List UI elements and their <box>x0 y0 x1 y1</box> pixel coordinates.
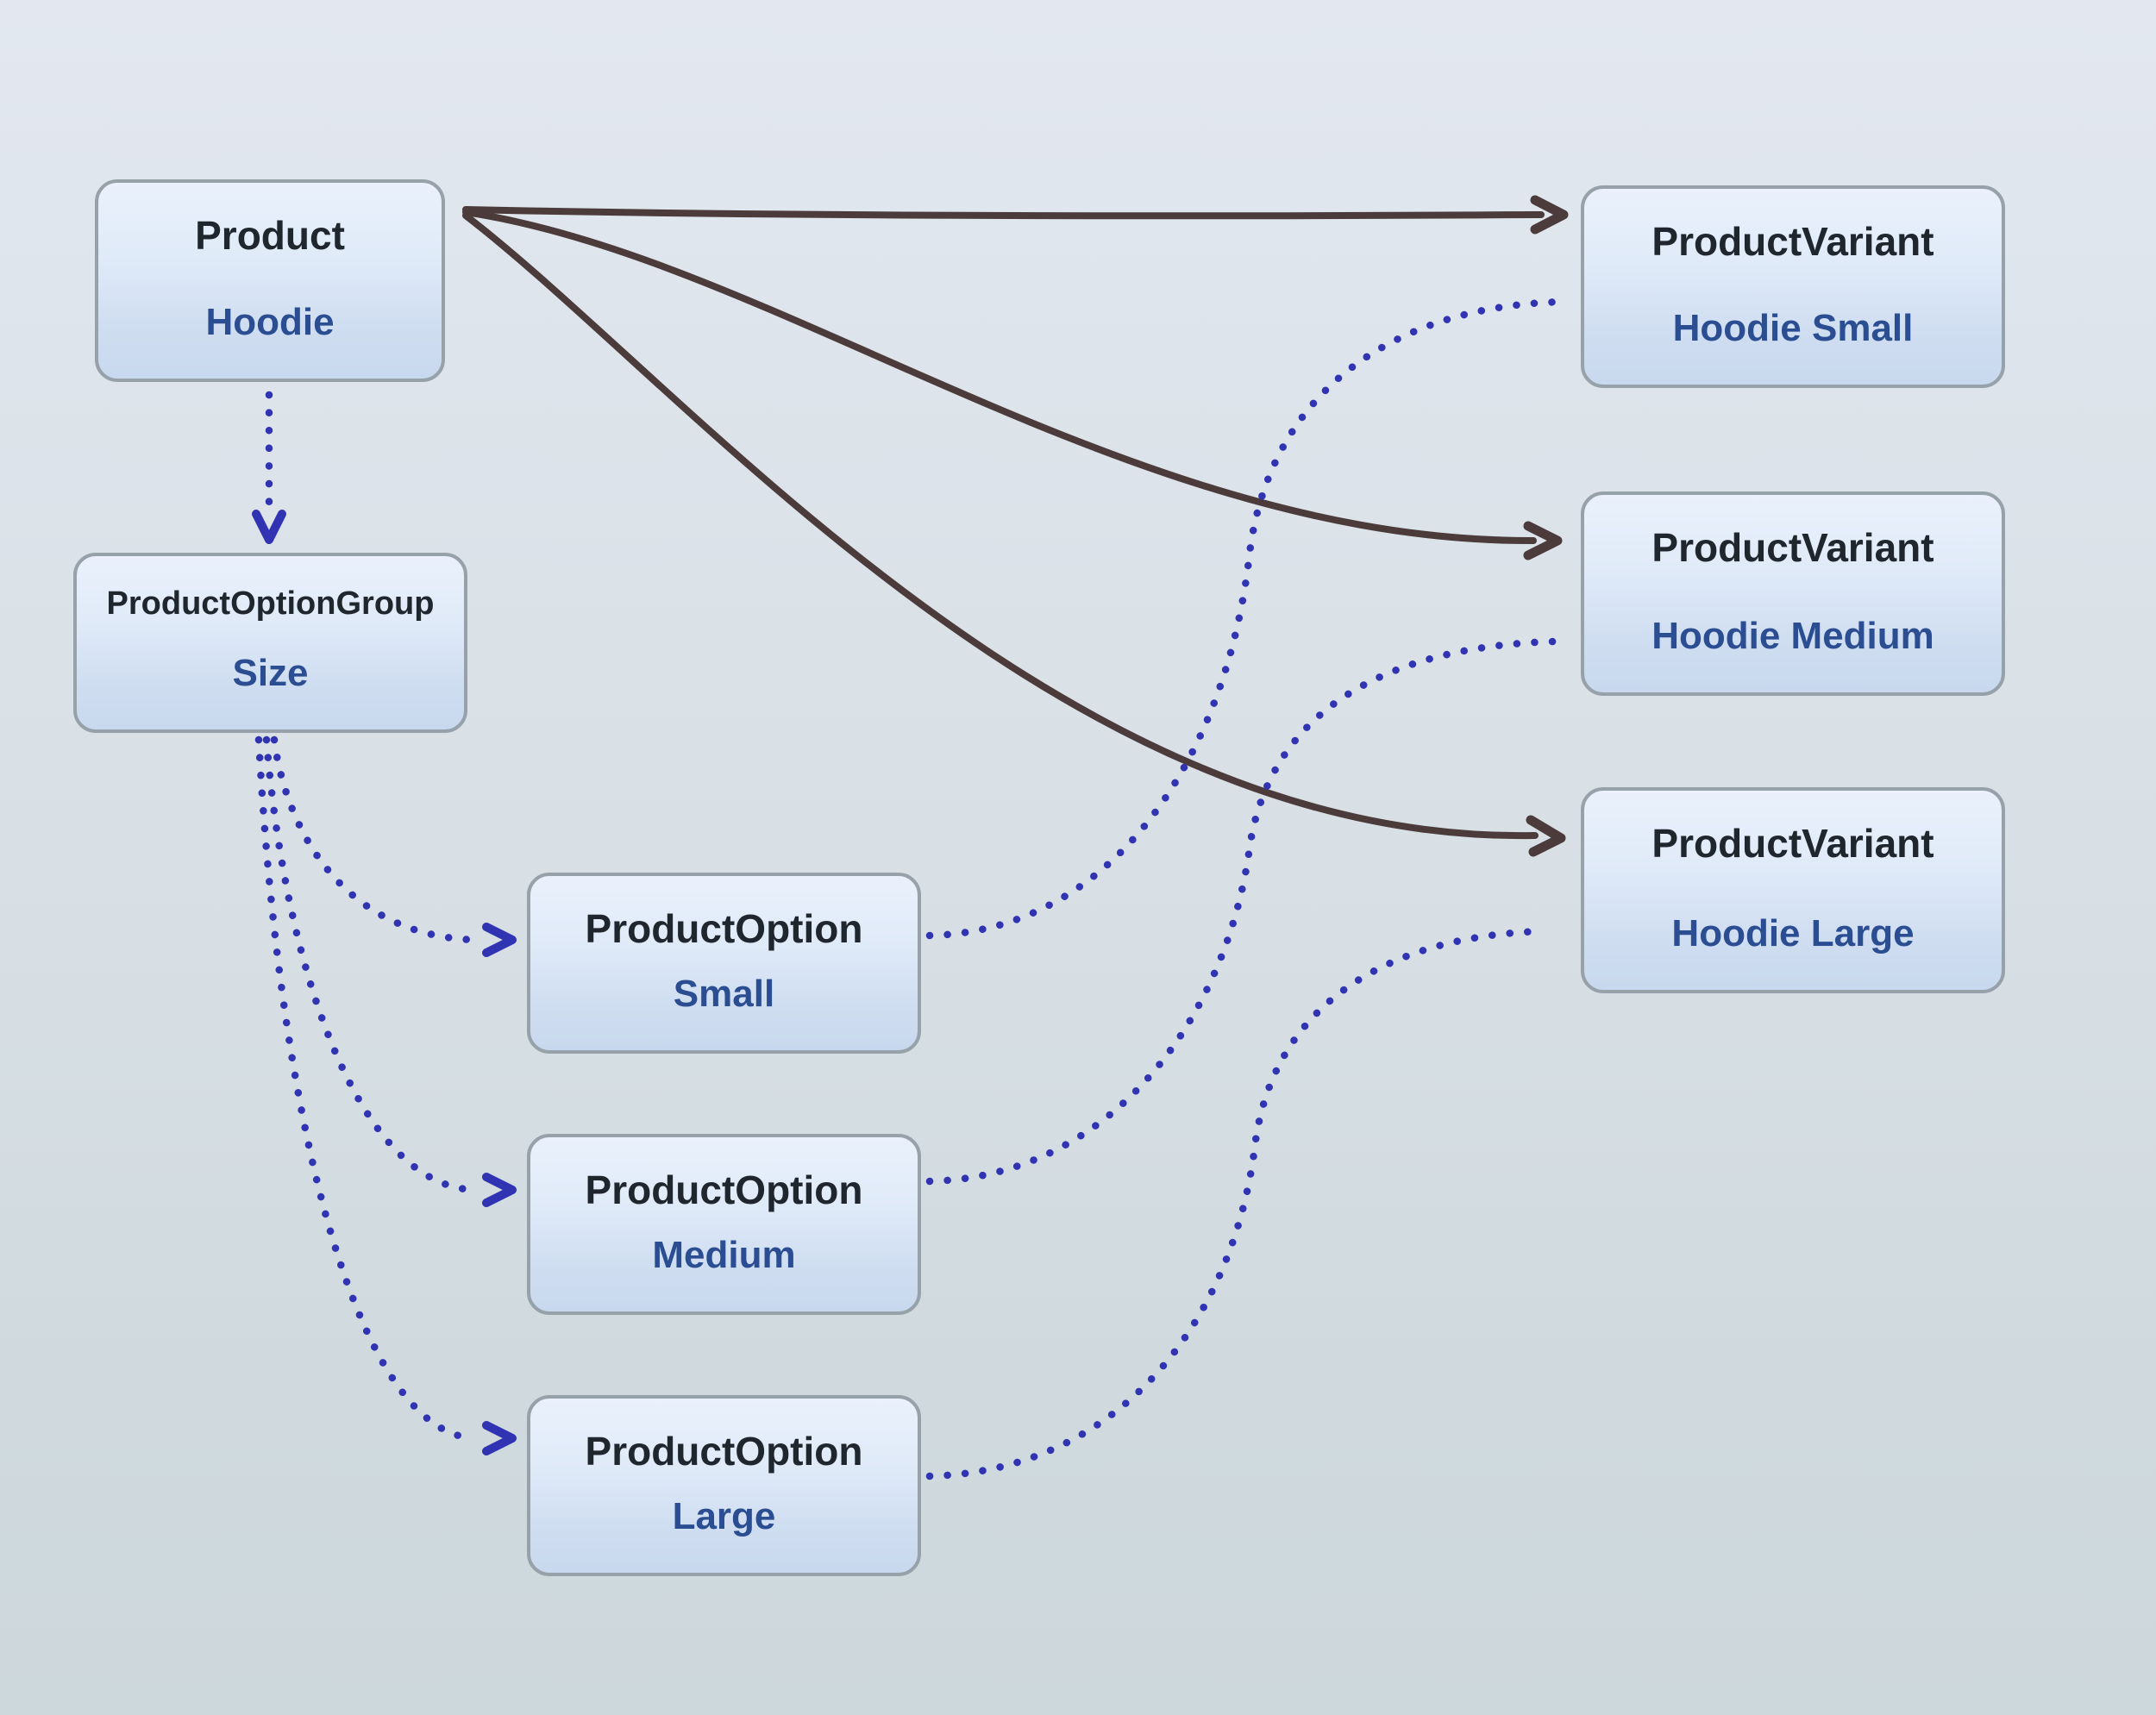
node-product-variant-medium: ProductVariant Hoodie Medium <box>1581 491 2005 696</box>
node-product-variant-medium-value: Hoodie Medium <box>1651 615 1934 657</box>
node-product: Product Hoodie <box>95 179 445 382</box>
node-product-variant-small-name: ProductVariant <box>1651 219 1934 264</box>
edge-product-to-variant-large-arrowhead <box>1526 815 1566 857</box>
node-product-variant-small: ProductVariant Hoodie Small <box>1581 185 2005 388</box>
edge-optiongroup-to-option-medium-arrowhead <box>482 1173 517 1207</box>
edge-option-small-to-variant-small <box>925 297 1567 940</box>
node-product-option-medium-name: ProductOption <box>585 1167 863 1212</box>
node-product-option-large-value: Large <box>672 1495 776 1537</box>
node-product-name: Product <box>195 213 345 258</box>
edge-product-to-variant-medium <box>462 209 1537 545</box>
node-product-variant-small-value: Hoodie Small <box>1672 307 1914 349</box>
node-product-option-large-name: ProductOption <box>585 1429 863 1474</box>
edge-optiongroup-to-option-large <box>254 735 479 1443</box>
node-product-option-group-name: ProductOptionGroup <box>106 585 435 622</box>
node-product-option-group: ProductOptionGroup Size <box>73 553 467 733</box>
node-product-option-medium: ProductOption Medium <box>527 1134 921 1315</box>
node-product-variant-medium-name: ProductVariant <box>1651 525 1934 570</box>
node-product-option-group-value: Size <box>232 652 309 694</box>
node-product-variant-large-value: Hoodie Large <box>1671 912 1915 955</box>
node-product-option-medium-value: Medium <box>652 1234 796 1276</box>
edge-optiongroup-to-option-small-arrowhead <box>482 923 517 957</box>
edge-product-to-variant-large <box>462 212 1539 840</box>
edge-option-large-to-variant-large <box>925 927 1548 1480</box>
edge-product-to-optiongroup-arrowhead <box>252 510 286 544</box>
edge-optiongroup-to-option-large-arrowhead <box>482 1421 517 1455</box>
node-product-value: Hoodie <box>205 301 335 343</box>
edge-option-medium-to-variant-medium <box>925 637 1558 1186</box>
node-product-variant-large-name: ProductVariant <box>1651 821 1934 866</box>
edge-product-to-variant-small-arrowhead <box>1530 195 1569 235</box>
node-product-option-large: ProductOption Large <box>527 1395 921 1576</box>
node-product-option-small-name: ProductOption <box>585 906 863 951</box>
edge-optiongroup-to-option-medium <box>262 735 479 1194</box>
node-product-option-small-value: Small <box>673 973 775 1015</box>
edge-product-to-variant-small <box>462 206 1545 220</box>
node-product-variant-large: ProductVariant Hoodie Large <box>1581 787 2005 993</box>
edge-product-to-variant-medium-arrowhead <box>1523 521 1563 560</box>
edge-optiongroup-to-option-small <box>270 735 479 944</box>
node-product-option-small: ProductOption Small <box>527 873 921 1054</box>
